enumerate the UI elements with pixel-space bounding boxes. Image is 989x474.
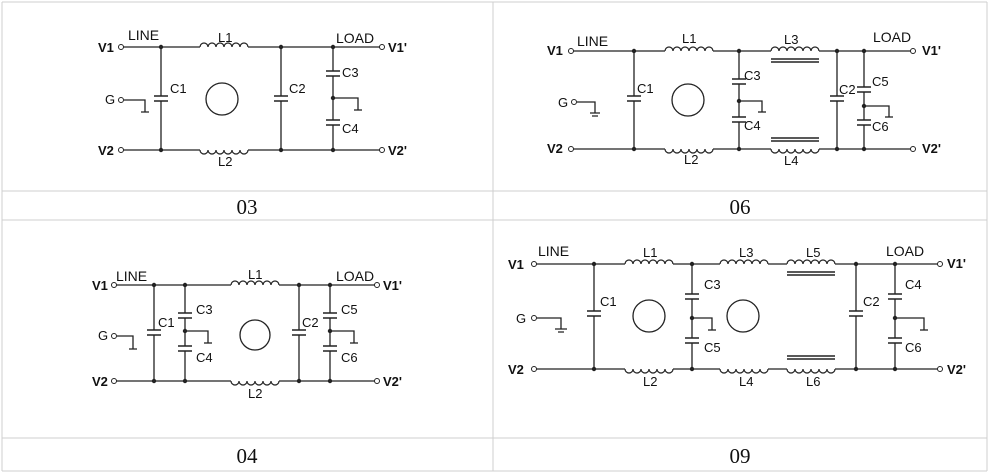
v2p-label: V2' bbox=[383, 374, 402, 389]
circuit-06: LINE LOAD V1 V1' V2 V2' G L1 L2 L3 L4 C1… bbox=[547, 29, 941, 168]
c2-label: C2 bbox=[863, 294, 880, 309]
c5-label: C5 bbox=[872, 74, 889, 89]
line-label: LINE bbox=[116, 268, 147, 284]
v2-label: V2 bbox=[98, 143, 114, 158]
c5-label: C5 bbox=[704, 340, 721, 355]
l4-label: L4 bbox=[784, 153, 798, 168]
c1-label: C1 bbox=[158, 315, 175, 330]
load-label: LOAD bbox=[886, 243, 924, 259]
c4-label: C4 bbox=[905, 277, 922, 292]
c4-label: C4 bbox=[744, 118, 761, 133]
inductor-l4 bbox=[770, 148, 820, 154]
c2-label: C2 bbox=[839, 82, 856, 97]
l1-label: L1 bbox=[218, 30, 232, 45]
c3-label: C3 bbox=[342, 65, 359, 80]
line-label: LINE bbox=[577, 33, 608, 49]
inductor-l2 bbox=[624, 368, 674, 374]
v2p-label: V2' bbox=[922, 141, 941, 156]
l4-label: L4 bbox=[739, 374, 753, 389]
v2p-label: V2' bbox=[947, 362, 966, 377]
c3-label: C3 bbox=[744, 68, 761, 83]
inductor-l6 bbox=[786, 368, 836, 374]
inductor-l1 bbox=[199, 42, 249, 48]
inductor-l1 bbox=[664, 46, 714, 52]
l2-label: L2 bbox=[248, 386, 262, 401]
inductor-l4 bbox=[719, 368, 769, 374]
c6-label: C6 bbox=[905, 340, 922, 355]
line-label: LINE bbox=[128, 27, 159, 43]
c4-label: C4 bbox=[342, 121, 359, 136]
inductor-l3 bbox=[719, 259, 769, 265]
l3-label: L3 bbox=[739, 245, 753, 260]
v1p-label: V1' bbox=[947, 256, 966, 271]
l2-label: L2 bbox=[684, 152, 698, 167]
caption-03: 03 bbox=[237, 195, 258, 219]
c5-label: C5 bbox=[341, 302, 358, 317]
l2-label: L2 bbox=[218, 154, 232, 169]
l3-label: L3 bbox=[784, 32, 798, 47]
v1p-label: V1' bbox=[388, 40, 407, 55]
c1-label: C1 bbox=[170, 81, 187, 96]
c3-label: C3 bbox=[704, 277, 721, 292]
g-label: G bbox=[98, 328, 108, 343]
c6-label: C6 bbox=[341, 350, 358, 365]
v2p-label: V2' bbox=[388, 143, 407, 158]
c6-label: C6 bbox=[872, 119, 889, 134]
g-label: G bbox=[516, 311, 526, 326]
caption-06: 06 bbox=[730, 195, 751, 219]
inductor-l2 bbox=[664, 148, 714, 154]
inductor-l2 bbox=[230, 380, 280, 386]
l6-label: L6 bbox=[806, 374, 820, 389]
caption-04: 04 bbox=[237, 444, 259, 468]
c1-label: C1 bbox=[600, 294, 617, 309]
c2-label: C2 bbox=[302, 315, 319, 330]
v2-label: V2 bbox=[508, 362, 524, 377]
circuit-09: LINE LOAD V1 V1' V2 V2' G L1 L2 L3 L4 L5… bbox=[508, 243, 966, 389]
c1-label: C1 bbox=[637, 81, 654, 96]
l1-label: L1 bbox=[682, 31, 696, 46]
l5-label: L5 bbox=[806, 245, 820, 260]
circuit-03: LINE LOAD V1 V1' V2 V2' G L1 L2 C1 C2 C3… bbox=[98, 27, 407, 169]
line-label: LINE bbox=[538, 243, 569, 259]
c4-label: C4 bbox=[196, 350, 213, 365]
l2-label: L2 bbox=[643, 374, 657, 389]
v1-label: V1 bbox=[508, 257, 524, 272]
load-label: LOAD bbox=[873, 29, 911, 45]
v2-label: V2 bbox=[547, 141, 563, 156]
inductor-l1 bbox=[230, 280, 280, 286]
v1-label: V1 bbox=[98, 40, 114, 55]
inductor-l2 bbox=[199, 149, 249, 155]
load-label: LOAD bbox=[336, 268, 374, 284]
load-label: LOAD bbox=[336, 30, 374, 46]
v1-label: V1 bbox=[547, 43, 563, 58]
l1-label: L1 bbox=[643, 245, 657, 260]
c3-label: C3 bbox=[196, 302, 213, 317]
c2-label: C2 bbox=[289, 81, 306, 96]
v1p-label: V1' bbox=[383, 278, 402, 293]
inductor-l1 bbox=[624, 259, 674, 265]
caption-09: 09 bbox=[730, 444, 751, 468]
v1-label: V1 bbox=[92, 278, 108, 293]
l1-label: L1 bbox=[248, 267, 262, 282]
g-label: G bbox=[558, 95, 568, 110]
circuit-04: LINE LOAD V1 V1' V2 V2' G L1 L2 C1 C2 C3… bbox=[92, 267, 402, 401]
v2-label: V2 bbox=[92, 374, 108, 389]
inductor-l3 bbox=[770, 46, 820, 52]
v1p-label: V1' bbox=[922, 43, 941, 58]
g-label: G bbox=[105, 92, 115, 107]
inductor-l5 bbox=[786, 259, 836, 265]
